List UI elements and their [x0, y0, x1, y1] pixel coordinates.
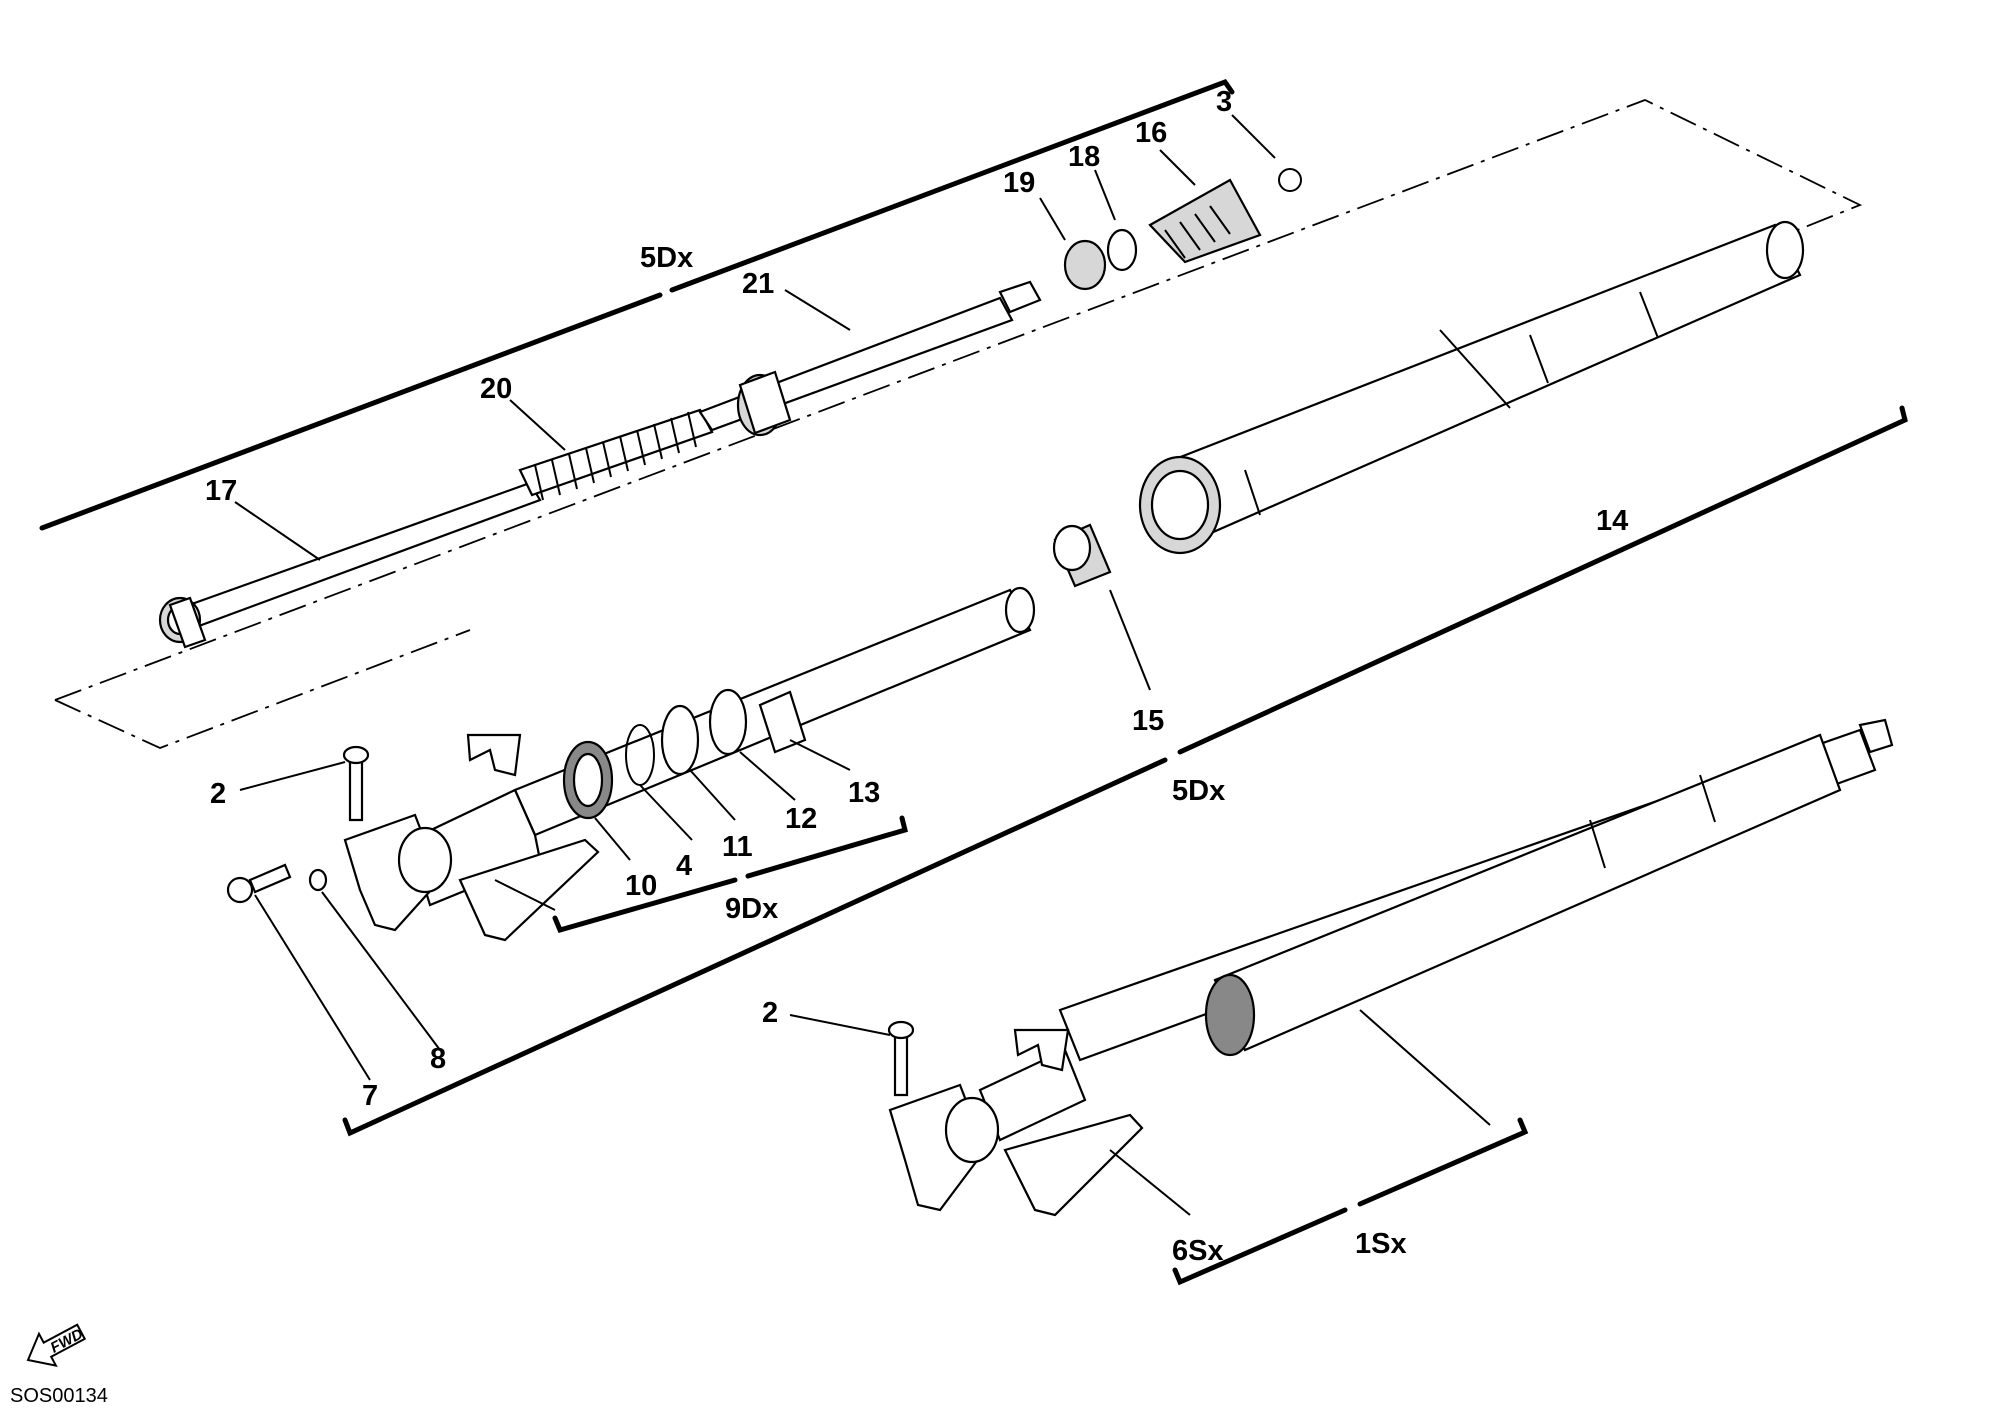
fork-leg-left-part-1sx	[1058, 718, 1894, 1062]
group-bracket-5dx-mid	[342, 405, 1908, 1137]
callout-19: 19	[1003, 167, 1035, 199]
group-label-9dx: 9Dx	[725, 893, 778, 925]
washer-part-8	[308, 868, 328, 892]
washer-part-12	[708, 688, 748, 756]
outer-tube-part-14	[1138, 220, 1805, 555]
callout-21: 21	[742, 268, 774, 300]
cartridge-part-21	[698, 280, 1042, 437]
circlip-part-3	[1278, 168, 1302, 192]
callout-3: 3	[1216, 86, 1232, 118]
top-cap-parts	[1063, 168, 1302, 291]
screw-part-7	[248, 863, 292, 894]
group-labels: 5Dx 5Dx 9Dx 1Sx	[640, 242, 1407, 1260]
axle-foot-left-part-6sx	[888, 1028, 1144, 1217]
ring-part-18	[1106, 228, 1138, 272]
callout-12: 12	[785, 803, 817, 835]
callout-14: 14	[1596, 505, 1628, 537]
group-bracket-1sx	[1172, 1117, 1529, 1286]
fwd-arrow-icon: FWD	[26, 1323, 87, 1367]
group-label-1sx: 1Sx	[1355, 1228, 1407, 1260]
bushing-part-15	[1052, 523, 1112, 588]
callout-labels: 3 16 18 19 21 20 17 14 15 13 12 11 4 10 …	[205, 86, 1628, 1267]
callout-20: 20	[480, 373, 512, 405]
assembly-outline	[54, 99, 1863, 701]
bushing-part-13	[758, 690, 807, 754]
callout-8: 8	[430, 1043, 446, 1075]
oil-seal-part-11	[660, 704, 700, 776]
cap-part-16	[1148, 178, 1262, 264]
leader-lines	[234, 114, 1511, 1216]
group-label-5dx-mid: 5Dx	[1172, 775, 1225, 807]
screw-left	[887, 1020, 915, 1097]
callout-18: 18	[1068, 141, 1100, 173]
callout-6sx: 6Sx	[1172, 1235, 1224, 1267]
callout-15: 15	[1132, 705, 1164, 737]
group-bracket-5dx-top	[39, 78, 1235, 531]
callout-7: 7	[362, 1080, 378, 1112]
callout-2-left: 2	[762, 997, 778, 1029]
drawing-code: SOS00134	[10, 1385, 108, 1407]
screws-right	[226, 745, 370, 904]
callout-11: 11	[722, 831, 753, 863]
callout-10: 10	[625, 870, 657, 902]
assembly-outline-left	[54, 629, 471, 749]
damper-rod-part-17	[158, 481, 542, 649]
group-label-5dx-top: 5Dx	[640, 242, 693, 274]
callout-17: 17	[205, 475, 237, 507]
seal-part-19	[1063, 239, 1107, 291]
group-bracket-9dx	[552, 815, 909, 934]
spring-part-20	[518, 408, 714, 501]
callout-2-right: 2	[210, 778, 226, 810]
screw-part-2-right	[348, 758, 364, 822]
axle-foot-right	[343, 733, 600, 942]
callout-13: 13	[848, 777, 880, 809]
callout-4: 4	[676, 850, 692, 882]
seal-stack-9dx	[562, 688, 807, 820]
callout-16: 16	[1135, 117, 1167, 149]
